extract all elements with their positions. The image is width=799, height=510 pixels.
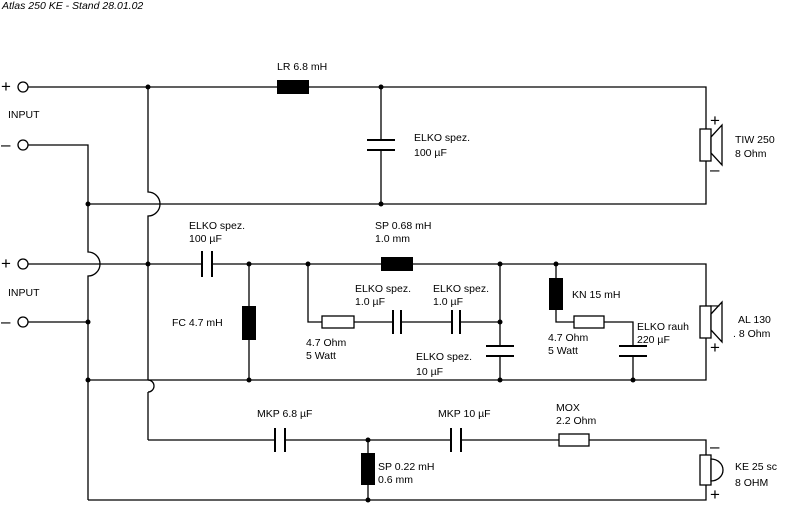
inductor-sp022: SP 0.22 mH 0.6 mm — [361, 453, 434, 486]
input-2: + INPUT – — [1, 254, 40, 331]
svg-text:ELKO spez.: ELKO spez. — [189, 220, 245, 232]
svg-text:100 µF: 100 µF — [414, 147, 447, 159]
svg-text:+: + — [710, 111, 720, 130]
svg-text:ELKO spez.: ELKO spez. — [433, 283, 489, 295]
inductor-kn: KN 15 mH — [549, 278, 620, 310]
svg-text:1.0 µF: 1.0 µF — [433, 296, 463, 308]
svg-text:KE 25 sc: KE 25 sc — [735, 461, 777, 473]
svg-text:LR 6.8 mH: LR 6.8 mH — [277, 61, 327, 73]
svg-text:8 OHM: 8 OHM — [735, 477, 768, 489]
svg-text:1.0 µF: 1.0 µF — [355, 296, 385, 308]
svg-text:–: – — [710, 437, 720, 456]
svg-text:220 µF: 220 µF — [637, 334, 670, 346]
inductor-fc: FC 4.7 mH — [172, 306, 256, 340]
resistor-47b: 4.7 Ohm 5 Watt — [548, 315, 605, 357]
capacitor-elko-hi: ELKO spez. 100 µF — [367, 132, 470, 159]
svg-text:ELKO rauh: ELKO rauh — [637, 321, 689, 333]
capacitor-elko-a: ELKO spez. 1.0 µF — [355, 283, 411, 334]
capacitor-mkp10: MKP 10 µF — [438, 408, 491, 452]
inductor-sp068: SP 0.68 mH 1.0 mm — [375, 220, 431, 271]
resistor-47a: 4.7 Ohm 5 Watt — [306, 315, 355, 362]
svg-text:SP 0.22 mH: SP 0.22 mH — [378, 461, 434, 473]
svg-text:+: + — [710, 485, 720, 504]
svg-text:FC 4.7 mH: FC 4.7 mH — [172, 317, 223, 329]
capacitor-elko-b: ELKO spez. 1.0 µF — [433, 283, 489, 334]
svg-text:10 µF: 10 µF — [416, 366, 443, 378]
input-2-label: INPUT — [8, 287, 40, 299]
svg-text:–: – — [710, 295, 720, 314]
input-1-label: INPUT — [8, 109, 40, 121]
input-2-plus: + — [1, 254, 11, 273]
capacitor-elko-10: ELKO spez. 10 µF — [416, 345, 514, 378]
svg-text:5 Watt: 5 Watt — [306, 350, 336, 362]
svg-text:AL 130: AL 130 — [738, 314, 771, 326]
input-2-minus: – — [1, 312, 11, 331]
svg-text:MKP 10 µF: MKP 10 µF — [438, 408, 491, 420]
svg-text:100 µF: 100 µF — [189, 233, 222, 245]
speaker-al130: – + AL 130 . 8 Ohm — [699, 295, 771, 357]
resistor-mox: MOX 2.2 Ohm — [556, 402, 597, 447]
capacitor-elko-rauh: ELKO rauh 220 µF — [619, 321, 689, 357]
input-1-minus: – — [1, 135, 11, 154]
input-1-minus-terminal — [17, 139, 29, 151]
input-1-plus: + — [1, 77, 11, 96]
input-2-plus-terminal — [17, 258, 29, 270]
speaker-tiw250: + – TIW 250 8 Ohm — [699, 111, 775, 179]
svg-text:ELKO spez.: ELKO spez. — [414, 132, 470, 144]
svg-text:8 Ohm: 8 Ohm — [735, 148, 767, 160]
svg-text:ELKO spez.: ELKO spez. — [416, 351, 472, 363]
svg-text:4.7 Ohm: 4.7 Ohm — [306, 337, 347, 349]
input-2-minus-terminal — [17, 316, 29, 328]
svg-text:ELKO spez.: ELKO spez. — [355, 283, 411, 295]
capacitor-mkp68: MKP 6.8 µF — [257, 408, 312, 452]
svg-text:TIW 250: TIW 250 — [735, 134, 775, 146]
speaker-ke25: – + KE 25 sc 8 OHM — [699, 437, 777, 504]
junctions — [85, 84, 636, 503]
svg-text:KN 15 mH: KN 15 mH — [572, 289, 620, 301]
svg-text:. 8 Ohm: . 8 Ohm — [733, 328, 771, 340]
svg-text:0.6 mm: 0.6 mm — [378, 474, 413, 486]
svg-text:SP 0.68 mH: SP 0.68 mH — [375, 220, 431, 232]
svg-text:+: + — [710, 338, 720, 357]
svg-text:1.0 mm: 1.0 mm — [375, 233, 410, 245]
svg-text:2.2 Ohm: 2.2 Ohm — [556, 415, 597, 427]
svg-text:4.7 Ohm: 4.7 Ohm — [548, 332, 589, 344]
capacitor-elko-mid-in: ELKO spez. 100 µF — [189, 220, 245, 277]
inductor-lr: LR 6.8 mH — [277, 61, 327, 94]
svg-text:MOX: MOX — [556, 402, 580, 414]
input-1: + INPUT – — [1, 77, 40, 154]
schematic-title: Atlas 250 KE - Stand 28.01.02 — [1, 0, 143, 12]
svg-text:5 Watt: 5 Watt — [548, 345, 578, 357]
input-1-plus-terminal — [17, 81, 29, 93]
svg-text:MKP 6.8 µF: MKP 6.8 µF — [257, 408, 312, 420]
svg-text:–: – — [710, 160, 720, 179]
